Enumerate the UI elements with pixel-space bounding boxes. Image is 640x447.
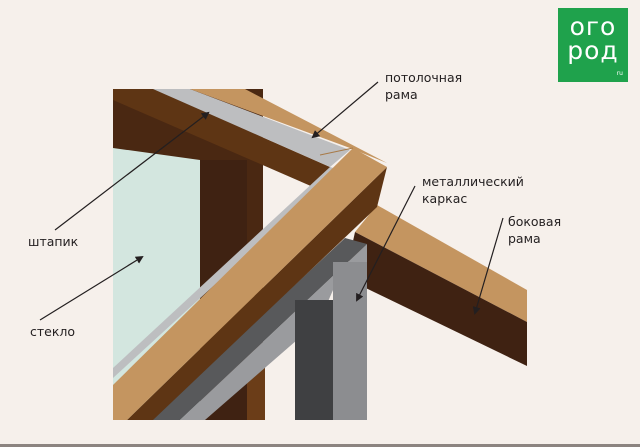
ceiling-frame-label: потолочная рама xyxy=(385,70,466,102)
logo-line2: род xyxy=(567,36,619,65)
metal-beam-dark xyxy=(150,238,367,420)
side-frame-arrow xyxy=(472,217,504,315)
metal-column-dark xyxy=(295,300,333,420)
side-frame-label-line1: боковая xyxy=(508,214,561,229)
metal-frame-label-line1: металлический xyxy=(422,174,524,189)
side-frame-label-line2: рама xyxy=(508,231,541,246)
bottom-divider xyxy=(0,444,640,447)
metal-frame-label-line2: каркас xyxy=(422,191,467,206)
logo-tm: ru xyxy=(616,70,623,77)
glass-arrow xyxy=(39,255,144,321)
bead-arrow xyxy=(54,111,210,231)
top-glazing-bead xyxy=(153,89,350,167)
glass-label: стекло xyxy=(30,324,75,339)
ogorod-logo: огo род ru xyxy=(558,8,628,82)
ceiling-beam-face xyxy=(113,89,330,190)
ceiling-frame-arrow xyxy=(311,81,379,139)
side-beam-side xyxy=(345,232,527,366)
side-frame-label: боковая рама xyxy=(508,214,565,246)
metal-column-light xyxy=(333,262,367,420)
front-beam-top xyxy=(113,148,387,420)
metal-frame-arrow xyxy=(356,185,416,302)
beam-joint xyxy=(319,147,354,156)
ceiling-frame-label-line2: рама xyxy=(385,87,418,102)
logo-line1: огo xyxy=(569,12,617,41)
metal-frame-label: металлический каркас xyxy=(422,174,528,206)
ceiling-frame-label-line1: потолочная xyxy=(385,70,462,85)
side-beam-top xyxy=(355,205,527,322)
bead-label: штапик xyxy=(28,234,79,249)
metal-beam-light xyxy=(180,244,367,420)
